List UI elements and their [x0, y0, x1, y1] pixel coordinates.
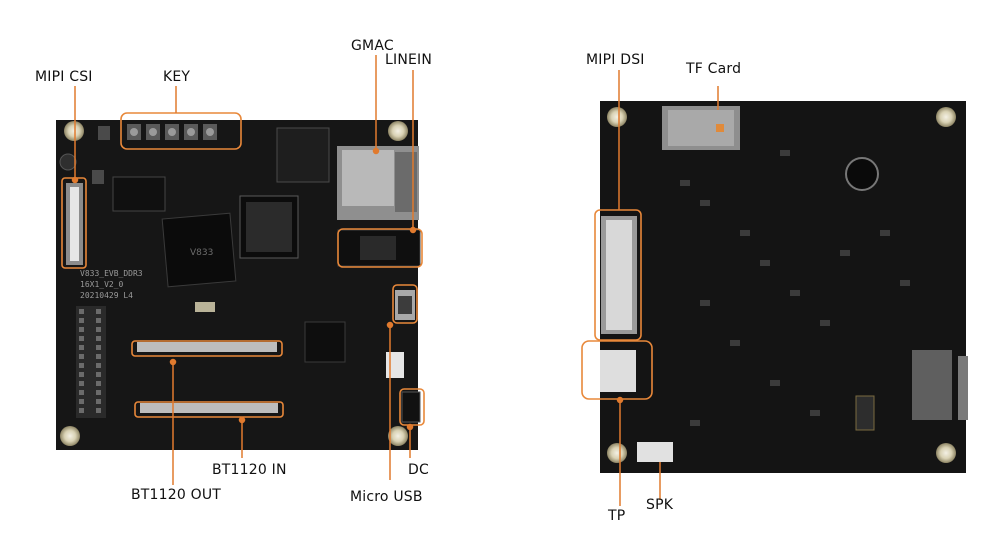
back-board [600, 101, 968, 473]
rtc-battery [845, 157, 879, 191]
chip [112, 176, 166, 212]
label-key: KEY [163, 69, 191, 85]
front-leaders [71, 55, 417, 485]
linein-box [337, 228, 423, 268]
front-callouts [61, 112, 425, 426]
back-pcb [600, 101, 966, 473]
passive-components [680, 150, 910, 426]
silkscreen-model: V833_EVB_DDR3 [80, 269, 143, 278]
bt1120-out-box [131, 340, 283, 357]
crystal [195, 302, 215, 312]
soc-chip [161, 212, 237, 288]
mount-hole [388, 121, 408, 141]
label-bt1120-in: BT1120 IN [212, 462, 287, 478]
mount-hole [388, 426, 408, 446]
mount-hole [607, 107, 627, 127]
ethernet-magnetics [276, 127, 330, 183]
spk-connector [637, 442, 673, 462]
mipi-dsi-box [594, 209, 642, 341]
label-tf-card: TF Card [686, 61, 742, 77]
silkscreen-date: 20210429 L4 [80, 291, 133, 300]
gpio-header [76, 306, 106, 418]
mount-hole [936, 107, 956, 127]
label-spk: SPK [646, 497, 674, 513]
front-board: V833 [56, 120, 421, 450]
label-micro-usb: Micro USB [350, 489, 423, 505]
label-tp: TP [608, 508, 626, 524]
bt1120-in-box [134, 401, 284, 418]
capacitor [855, 395, 875, 431]
key-buttons [92, 124, 217, 184]
mount-hole [936, 443, 956, 463]
bt1120-in-connector [140, 403, 278, 413]
camera-lens [59, 153, 77, 171]
soc-chip-label: V833 [190, 248, 213, 258]
label-dc: DC [408, 462, 429, 478]
key-box [120, 112, 242, 150]
micro-usb-box [392, 284, 418, 324]
silkscreen-version: 16X1_V2_0 [80, 280, 124, 289]
dc-jack [401, 391, 421, 423]
label-gmac: GMAC [351, 38, 394, 54]
tp-connector [600, 350, 636, 392]
label-mipi-dsi: MIPI DSI [586, 52, 645, 68]
label-mipi-csi: MIPI CSI [35, 69, 93, 85]
label-bt1120-out: BT1120 OUT [131, 487, 222, 503]
mount-hole [64, 121, 84, 141]
back-leaders [616, 70, 719, 506]
mount-hole [60, 426, 80, 446]
side-connector [912, 350, 952, 420]
bt1120-out-connector [137, 342, 277, 352]
chip [304, 321, 346, 363]
mount-hole [607, 443, 627, 463]
label-linein: LINEIN [385, 52, 433, 68]
connector [386, 352, 404, 378]
